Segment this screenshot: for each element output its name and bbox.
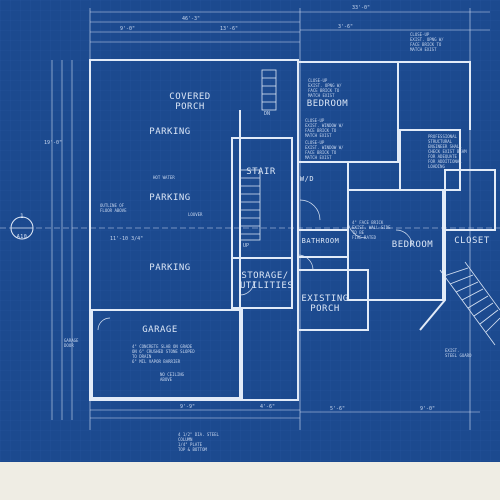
dimension-d8: 9'-9" xyxy=(180,404,196,410)
dimension-d11: 9'-0" xyxy=(420,406,436,412)
note-professional: PROFESSIONAL STRUCTURAL ENGINEER SHALL C… xyxy=(428,134,467,169)
note-concrete-slab: 4" CONCRETE SLAB ON GRADE ON 6" CRUSHED … xyxy=(132,344,195,364)
note-close-up-4: CLOSE-UP EXIST. OPNG W/ FACE BRICK TO MA… xyxy=(410,32,444,52)
dimension-d1: 33'-0" xyxy=(352,5,371,11)
dimension-d6: 19'-0" xyxy=(44,140,63,146)
grid-marker-label: A10 xyxy=(16,234,28,240)
door-swings xyxy=(97,199,413,331)
note-garage-door: GARAGE DOOR xyxy=(64,338,79,348)
plan-linework xyxy=(0,0,500,462)
note-close-up-2: CLOSE-UP EXIST. WINDOW W/ FACE BRICK TO … xyxy=(305,118,344,138)
room-label-parking-3: PARKING xyxy=(149,263,191,273)
dimension-d10: 5'-6" xyxy=(330,406,346,412)
note-close-up-1: CLOSE-UP EXIST. OPNG W/ FACE BRICK TO MA… xyxy=(308,78,342,98)
dimension-d9: 4'-6" xyxy=(260,404,276,410)
room-label-parking-1: PARKING xyxy=(149,127,191,137)
note-up: UP xyxy=(243,243,250,249)
exterior-stair xyxy=(439,261,500,346)
dimension-d2: 46'-3" xyxy=(182,16,201,22)
note-hot-water: HOT WATER xyxy=(153,175,175,180)
note-four-face-brick: 4" FACE BRICK EXIST. WALL SIDE TO BE FIR… xyxy=(352,220,391,240)
walls xyxy=(89,59,496,401)
dimension-d7: 11'-10 3/4" xyxy=(110,236,144,242)
note-no-ceiling: NO CEILING ABOVE xyxy=(160,372,185,382)
room-label-bedroom-2: BEDROOM xyxy=(391,240,434,250)
room-label-storage: STORAGE/ UTILITIES xyxy=(240,271,294,291)
note-outline-floor: OUTLINE OF FLOOR ABOVE xyxy=(100,203,127,213)
note-exist-steel: EXIST. STEEL GUARD xyxy=(445,348,472,358)
room-label-garage: GARAGE xyxy=(142,325,178,335)
paper-margin xyxy=(0,462,500,500)
background-grid xyxy=(0,0,500,462)
room-label-existing-porch: EXISTING PORCH xyxy=(301,294,349,314)
room-label-stair: STAIR xyxy=(246,167,276,177)
room-label-wd: W/D xyxy=(299,175,315,183)
note-steel-column: 4 1/2" DIA. STEEL COLUMN 1/4" PLATE TOP … xyxy=(178,432,219,452)
room-label-bathroom: BATHROOM xyxy=(301,237,340,245)
room-label-closet: CLOSET xyxy=(454,236,490,246)
grid-marker-number: 1 xyxy=(19,213,25,220)
blueprint-floor-plan: 1 A10 COVERED PORCH PARKING PARKING PARK… xyxy=(0,0,500,462)
note-dn: DN xyxy=(264,111,271,117)
dimension-d3: 9'-0" xyxy=(120,26,136,32)
room-label-bedroom-1: BEDROOM xyxy=(306,99,349,109)
stair-treads xyxy=(239,69,277,241)
note-louver: LOUVER xyxy=(188,212,203,217)
dimension-d4: 13'-6" xyxy=(220,26,239,32)
room-label-covered-porch: COVERED PORCH xyxy=(169,92,211,112)
room-label-parking-2: PARKING xyxy=(149,193,191,203)
note-close-up-3: CLOSE-UP EXIST. WINDOW W/ FACE BRICK TO … xyxy=(305,140,344,160)
dimension-d5: 3'-6" xyxy=(338,24,354,30)
